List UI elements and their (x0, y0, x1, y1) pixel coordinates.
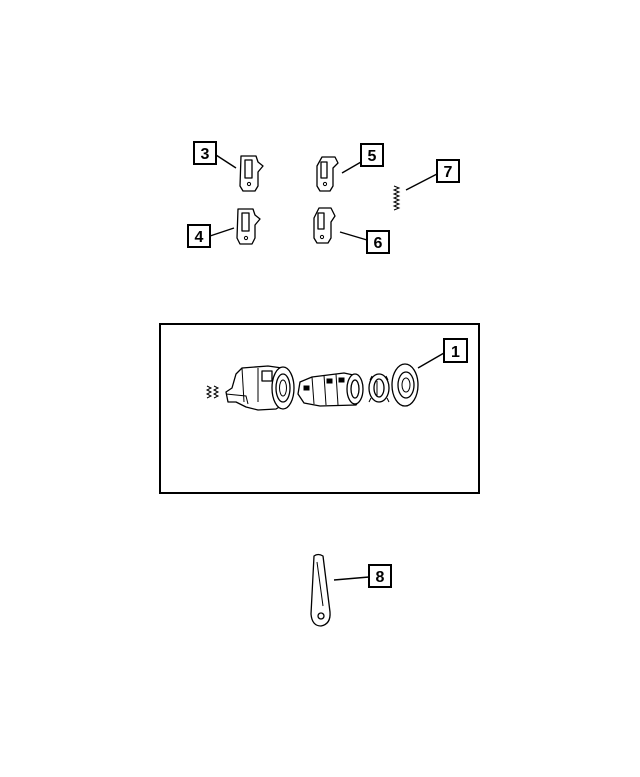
tumbler-part-3 (239, 155, 264, 192)
lock-housing (225, 365, 295, 411)
lock-bezel (391, 363, 419, 407)
callout-6: 6 (339, 230, 390, 254)
callout-1: 1 (417, 338, 468, 369)
lock-cylinder-core (297, 372, 364, 407)
svg-text:4: 4 (195, 229, 204, 246)
svg-text:3: 3 (201, 146, 210, 163)
key-part-8 (310, 553, 331, 627)
tumbler-part-6 (313, 207, 336, 244)
callout-8: 8 (333, 564, 392, 588)
tumbler-part-4 (236, 208, 261, 245)
small-springs (205, 385, 220, 399)
spring-part-7 (392, 185, 401, 211)
tumbler-part-5 (316, 156, 339, 192)
svg-text:8: 8 (376, 569, 385, 586)
callout-4: 4 (187, 224, 235, 248)
svg-text:5: 5 (368, 148, 377, 165)
svg-text:1: 1 (451, 344, 460, 361)
kit-frame (159, 323, 480, 494)
callout-3: 3 (193, 141, 237, 169)
callout-7: 7 (405, 159, 460, 191)
svg-text:7: 7 (444, 164, 453, 181)
callout-5: 5 (341, 143, 384, 174)
lock-retainer (368, 373, 390, 403)
svg-text:6: 6 (374, 235, 383, 252)
